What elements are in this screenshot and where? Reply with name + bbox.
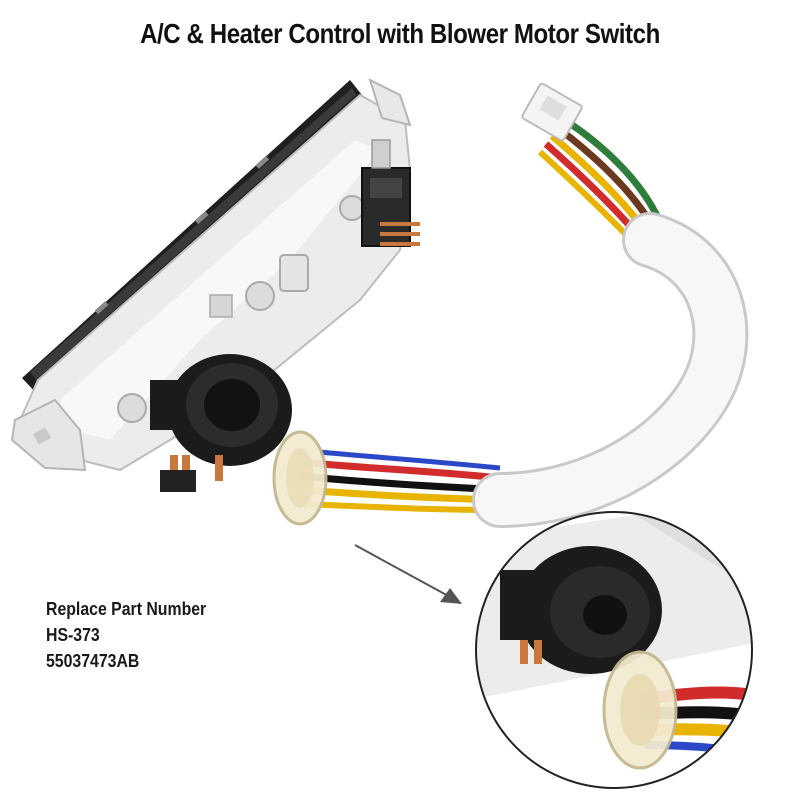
part-number-primary: HS-373 [46, 625, 100, 645]
wire-harness [272, 82, 749, 528]
part-number-label: Replace Part Number [46, 599, 207, 619]
detail-inset [475, 511, 753, 789]
ac-switch-connector [361, 139, 420, 247]
product-title: A/C & Heater Control with Blower Motor S… [140, 18, 660, 49]
control-panel-housing [10, 78, 412, 472]
part-number-secondary: 55037473AB [46, 651, 140, 671]
detail-pointer-arrow [354, 544, 462, 604]
blower-motor-switch [150, 354, 292, 492]
replacement-part-info: Replace Part Number HS-373 55037473AB [46, 596, 206, 674]
